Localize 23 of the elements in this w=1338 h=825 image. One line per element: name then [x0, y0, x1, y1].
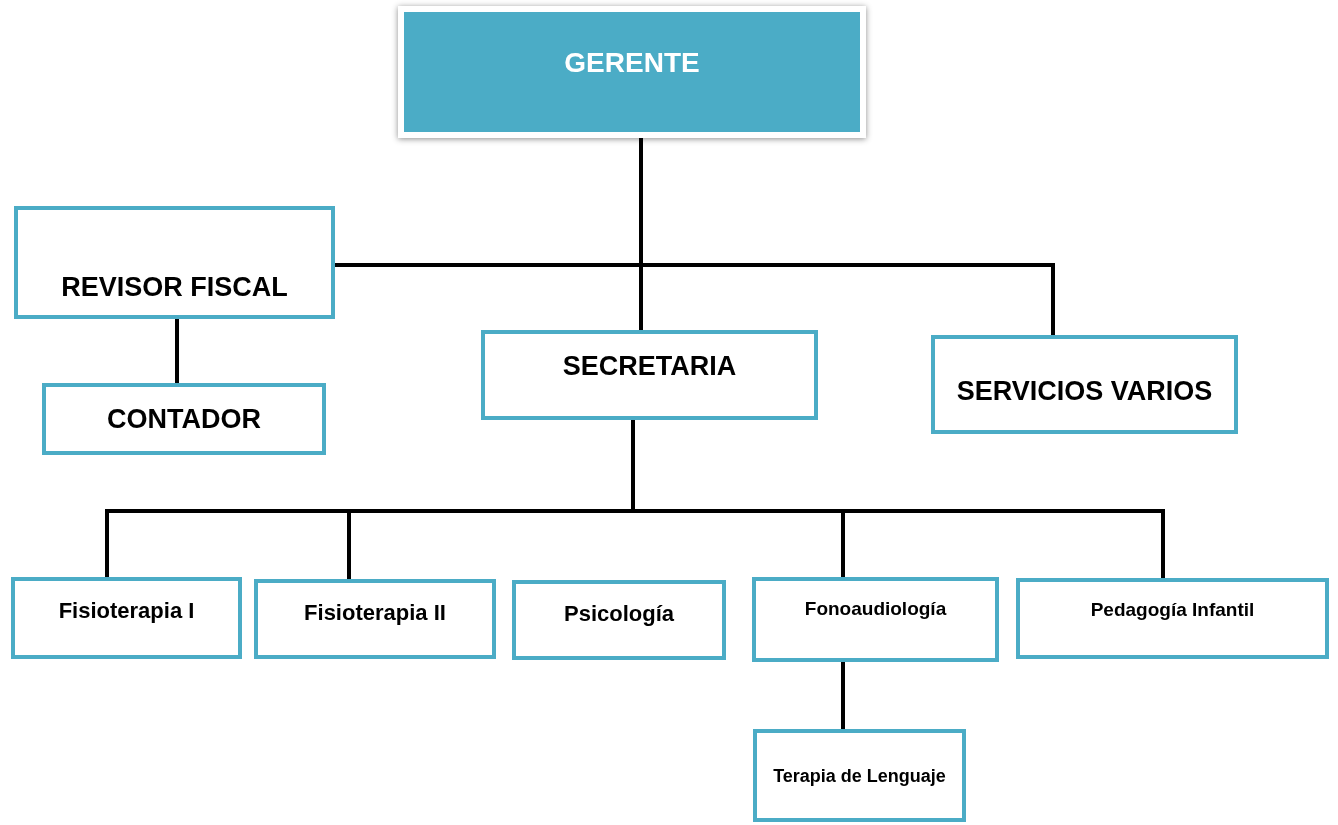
box-label: SECRETARIA: [561, 349, 738, 383]
box-label: REVISOR FISCAL: [60, 270, 289, 304]
box-label: Fonoaudiología: [803, 597, 948, 621]
org-box: [42, 383, 326, 455]
box-label: GERENTE: [563, 46, 701, 80]
org-box: [11, 577, 242, 659]
box-label: Psicología: [562, 600, 675, 628]
org-box: [512, 580, 726, 660]
box-label: Terapia de Lenguaje: [772, 766, 947, 788]
box-label: SERVICIOS VARIOS: [955, 374, 1214, 408]
box-label: CONTADOR: [106, 402, 262, 436]
org-box: [481, 330, 818, 420]
org-box: [931, 335, 1238, 434]
connector-line: [841, 662, 845, 729]
connector-line: [175, 319, 179, 383]
box-label: Fisioterapia I: [57, 597, 196, 625]
box-label: Fisioterapia II: [303, 599, 447, 627]
org-box: [753, 729, 966, 822]
org-box: [1016, 578, 1329, 659]
org-box: [14, 206, 335, 319]
box-label: Pedagogía Infantil: [1089, 598, 1256, 622]
org-box: [752, 577, 999, 662]
org-box: [254, 579, 496, 659]
